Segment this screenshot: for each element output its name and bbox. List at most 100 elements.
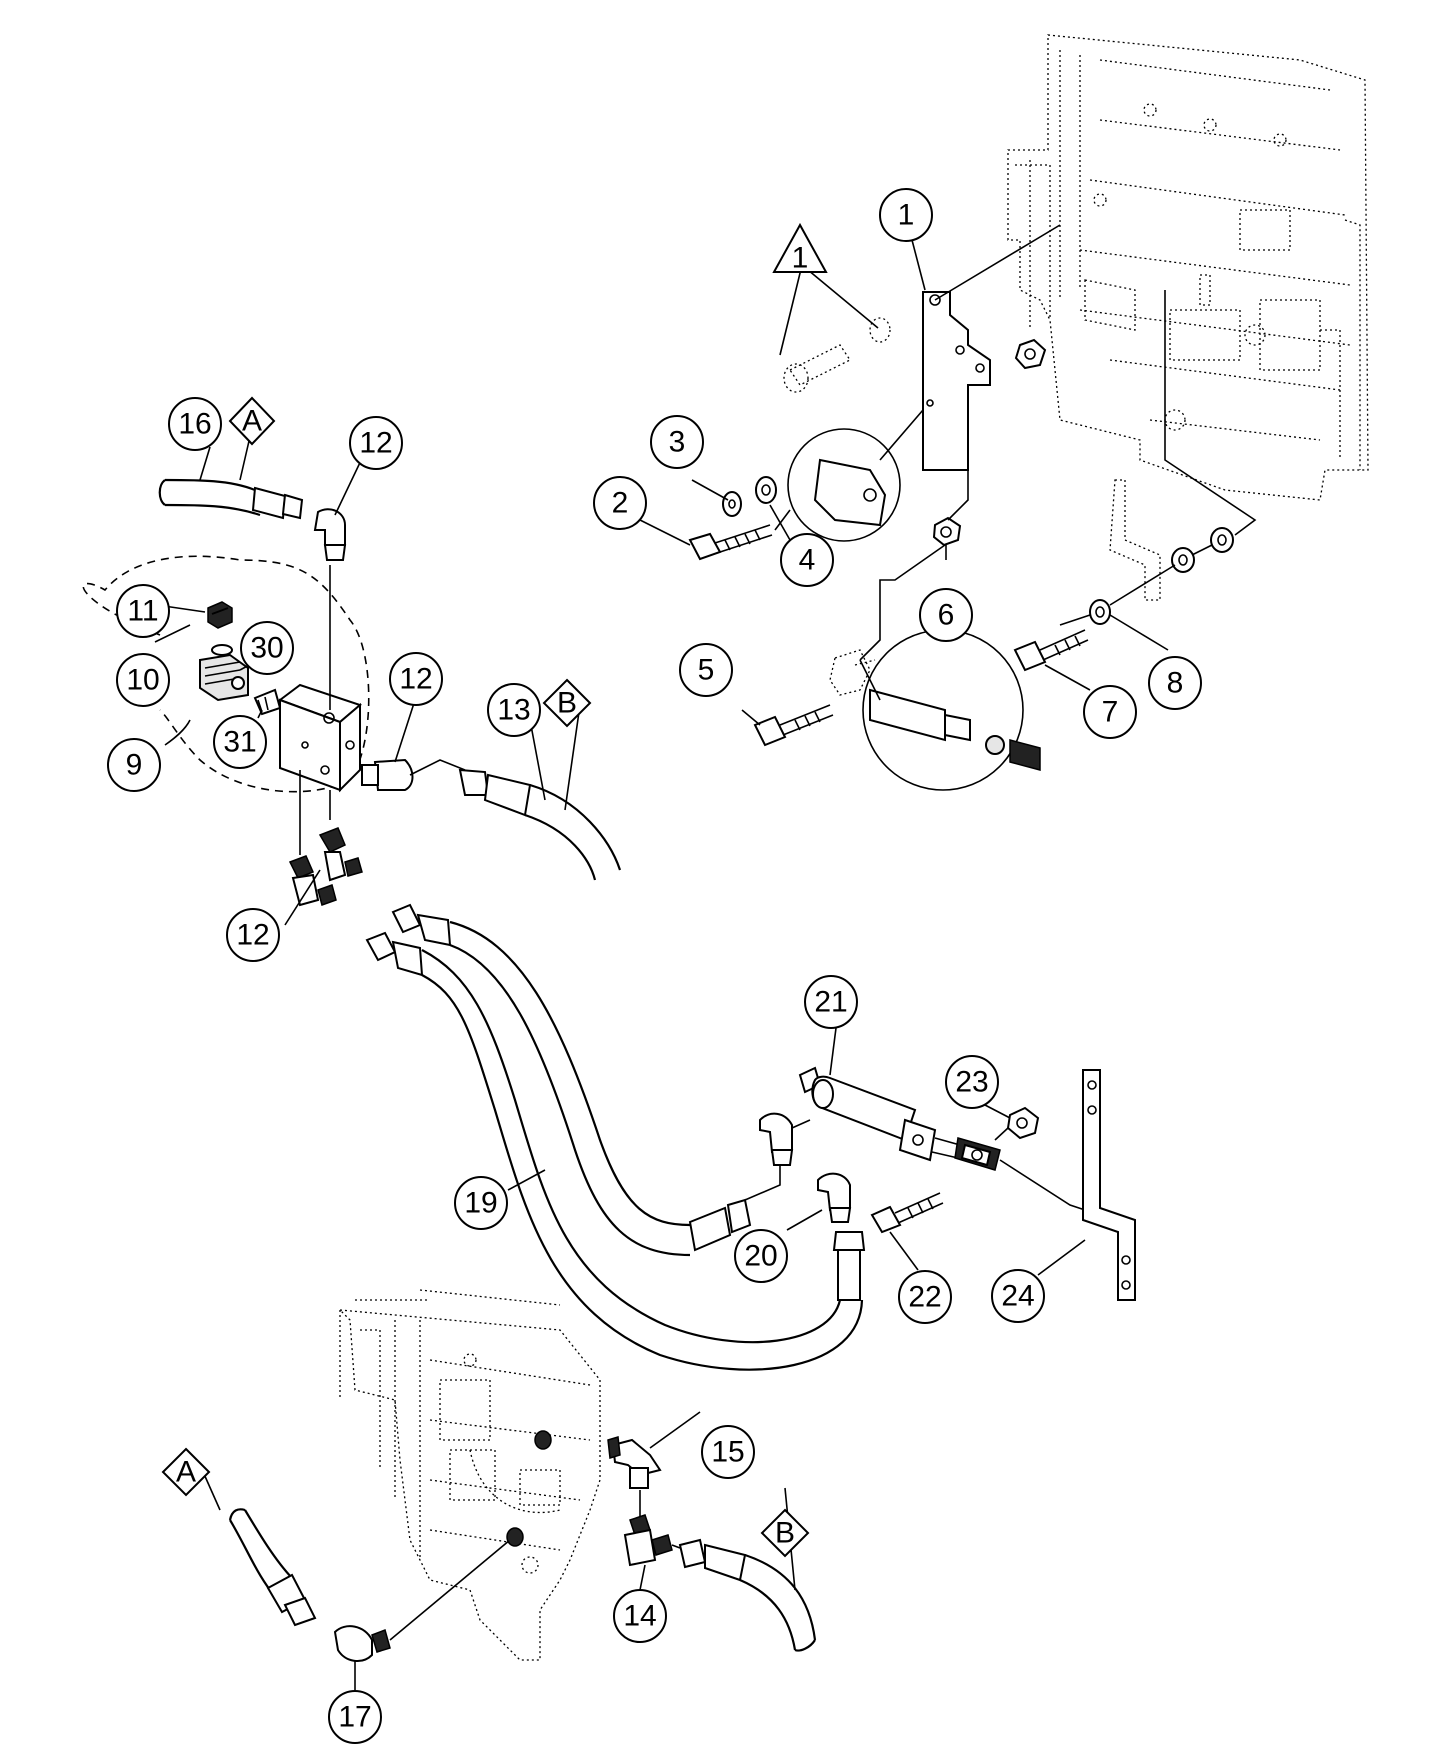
callout-19-label: 19 [464, 1187, 497, 1220]
fitting-31 [253, 688, 282, 716]
leader-line-cylinder-bracket [999, 1159, 1086, 1211]
hose-a-bottom [228, 1508, 317, 1627]
callout-7-label: 7 [1102, 696, 1119, 729]
callout-20: 20 [734, 1229, 788, 1283]
callout-21-label: 21 [814, 986, 847, 1019]
hose-b-bottom [678, 1538, 817, 1652]
diamond-marker-a-bottom: A [161, 1447, 211, 1497]
washer-3 [722, 491, 742, 517]
leader-line-washers [1059, 290, 1257, 626]
dotted-bracket-bottom [1109, 479, 1161, 601]
callout-8-label: 8 [1167, 667, 1184, 700]
callout-22: 22 [898, 1270, 952, 1324]
callout-5-label: 5 [698, 654, 715, 687]
callout-7: 7 [1083, 685, 1137, 739]
callout-1: 1 [879, 188, 933, 242]
callout-3-label: 3 [669, 426, 686, 459]
callout-8: 8 [1148, 656, 1202, 710]
bolt-2 [688, 524, 773, 561]
callout-1-label: 1 [898, 199, 915, 232]
hose-19-pair [365, 903, 866, 1371]
leader-line-elbow-hose [409, 759, 466, 776]
callout-31-label: 31 [223, 726, 256, 759]
bracket-nut [1014, 338, 1047, 370]
triangle-note-label: 1 [792, 242, 809, 275]
callout-9-label: 9 [126, 749, 143, 782]
elbow-20 [817, 1172, 852, 1223]
leader-line-elbow-cylinder [744, 1119, 811, 1201]
callout-31: 31 [213, 715, 267, 769]
callout-19: 19 [454, 1176, 508, 1230]
elbow-12-top [313, 508, 347, 561]
callout-2: 2 [593, 476, 647, 530]
callout-10: 10 [116, 653, 170, 707]
tee-15 [607, 1436, 662, 1489]
callout-4: 4 [780, 533, 834, 587]
callout-6: 6 [919, 588, 973, 642]
callout-22-label: 22 [908, 1281, 941, 1314]
callout-10-label: 10 [126, 664, 159, 697]
washer-10 [211, 644, 233, 656]
elbow-12-mid [361, 758, 414, 791]
bracket-24 [1082, 1069, 1136, 1301]
bolt-5 [753, 704, 834, 747]
callout-16-label: 16 [178, 408, 211, 441]
callout-24-label: 24 [1001, 1280, 1034, 1313]
leader-line-nut-zoom [859, 544, 946, 661]
leader-line-zoom2 [859, 659, 881, 701]
callout-16: 16 [168, 397, 222, 451]
hose-16 [158, 478, 304, 520]
port-fitting-bottom [506, 1430, 552, 1547]
callout-6-label: 6 [938, 599, 955, 632]
diamond-b-bottom-label: B [775, 1517, 795, 1550]
bolt-22 [870, 1192, 944, 1234]
callout-24: 24 [991, 1269, 1045, 1323]
leader-line-nut-23 [994, 1127, 1009, 1141]
callout-30: 30 [240, 621, 294, 675]
leader-line-nut-bracket [947, 470, 969, 521]
knob-11 [207, 601, 233, 629]
elbow-cylinder-top [759, 1112, 794, 1166]
callout-14-label: 14 [623, 1600, 656, 1633]
diamond-marker-a-top: A [228, 396, 276, 446]
diamond-b-top-label: B [557, 687, 577, 720]
nut-6 [932, 516, 962, 547]
callout-15-label: 15 [711, 1436, 744, 1469]
diamond-marker-b-top: B [542, 678, 592, 728]
valve-assembly-outline [82, 555, 370, 793]
callout-12-top: 12 [349, 416, 403, 470]
leader-line-bracket-zoom [774, 409, 924, 531]
callout-15: 15 [701, 1425, 755, 1479]
dotted-bracket-plate [829, 649, 876, 696]
callout-17: 17 [328, 1690, 382, 1744]
washer-8-group [1089, 527, 1234, 625]
callout-9: 9 [107, 738, 161, 792]
nut-23 [1006, 1106, 1040, 1140]
diamond-a-top-label: A [242, 405, 262, 438]
callout-12-bottom-label: 12 [236, 919, 269, 952]
callout-13-label: 13 [497, 694, 530, 727]
bolt-7 [1013, 629, 1089, 672]
dotted-bolt-note [783, 317, 891, 393]
leader-line-elbow-14 [671, 1544, 681, 1549]
callout-3: 3 [650, 415, 704, 469]
callout-11-label: 11 [127, 595, 158, 628]
callout-12-mid: 12 [389, 652, 443, 706]
callout-23-label: 23 [955, 1066, 988, 1099]
callout-12-mid-label: 12 [399, 663, 432, 696]
hose-13 [458, 768, 622, 881]
callout-5: 5 [679, 643, 733, 697]
elbow-17 [333, 1625, 391, 1662]
callout-2-label: 2 [612, 487, 629, 520]
callout-23: 23 [945, 1055, 999, 1109]
diamond-a-bottom-label: A [176, 1456, 196, 1489]
callout-11: 11 [116, 584, 170, 638]
washer-4 [755, 476, 777, 504]
cylinder-21 [798, 1066, 1001, 1171]
callout-14: 14 [613, 1589, 667, 1643]
leader-line-manifold-down [299, 770, 331, 855]
mounting-bracket [922, 291, 991, 471]
detail-zoom-circle-2 [862, 629, 1041, 791]
diamond-marker-b-bottom: B [760, 1508, 810, 1558]
